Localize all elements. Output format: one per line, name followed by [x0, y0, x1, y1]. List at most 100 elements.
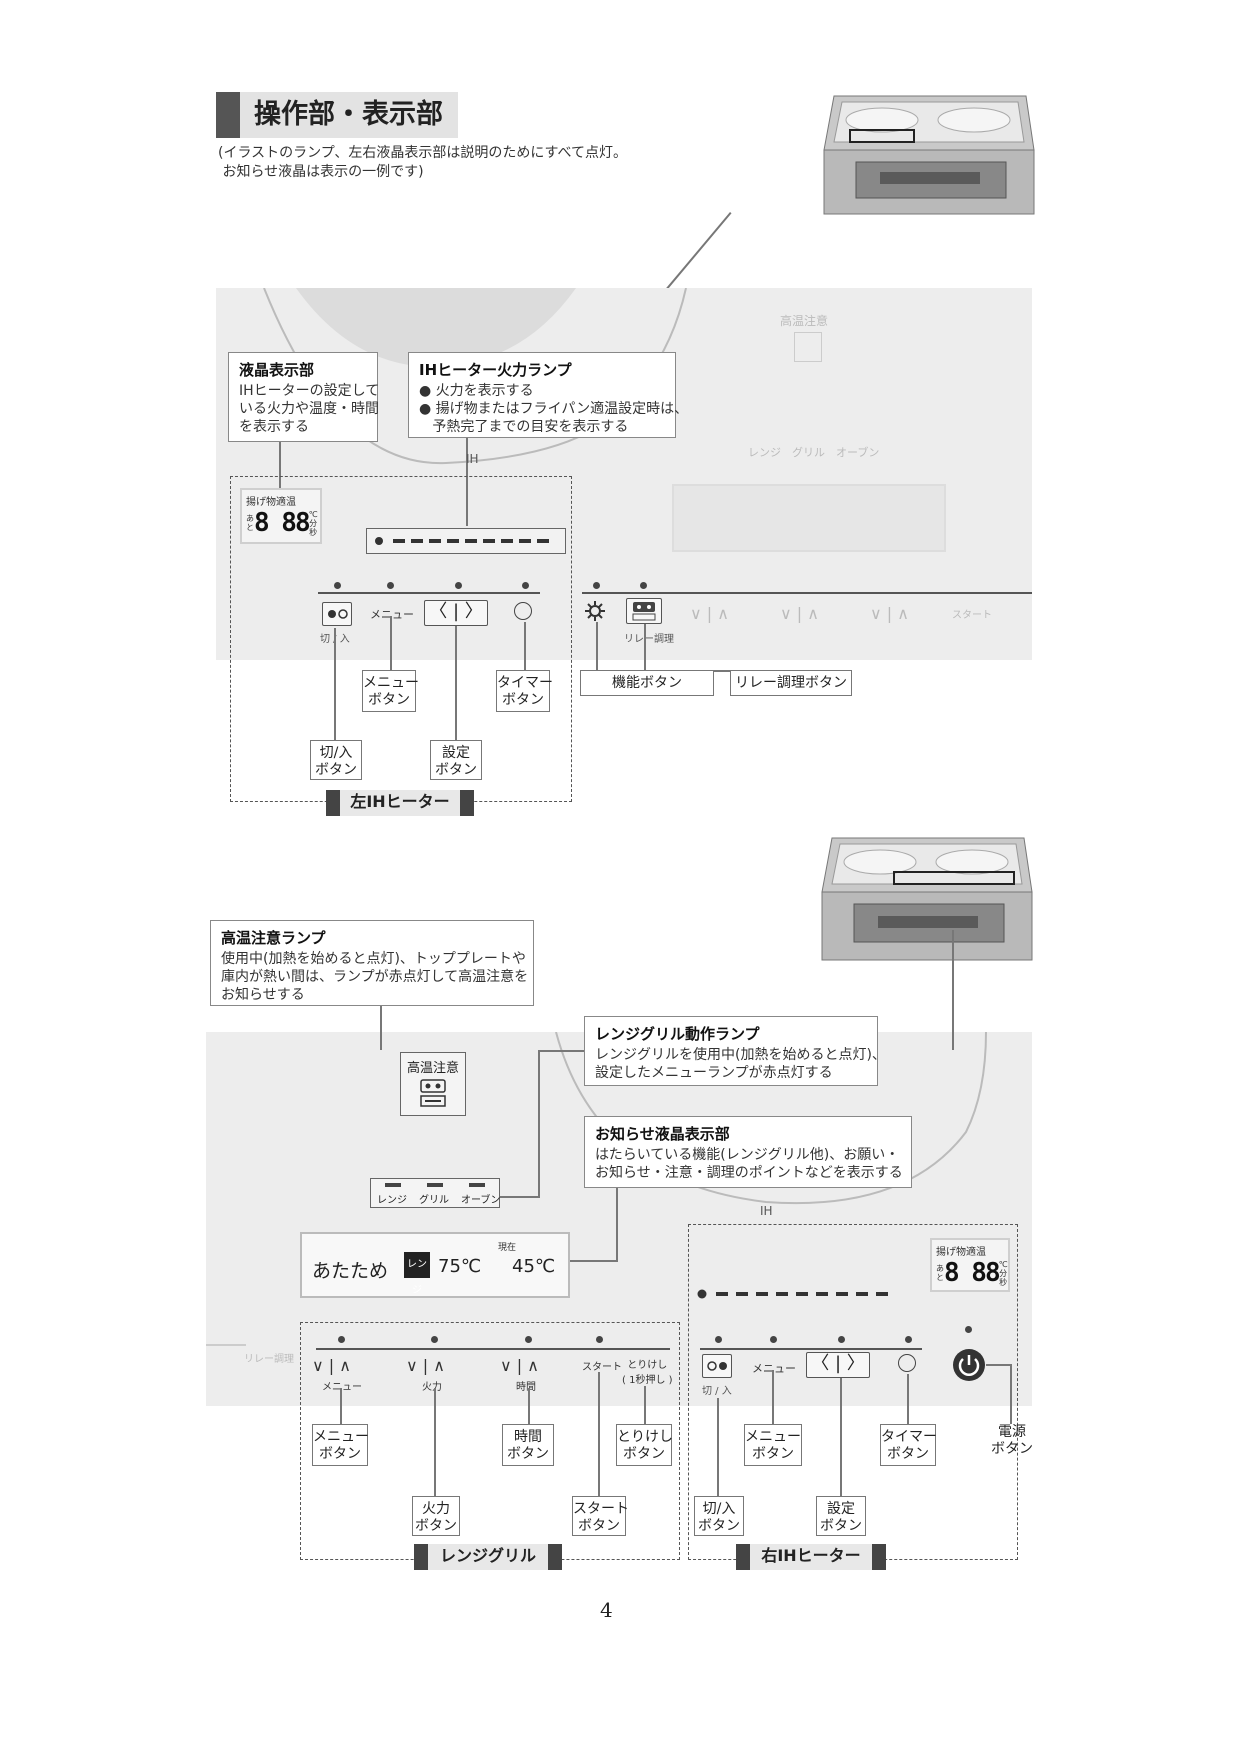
right-lcd-head: 揚げ物適温 [936, 1247, 986, 1258]
relay-label: リレー調理 [624, 634, 674, 645]
right-lcd-digits: 8 88 [944, 1258, 1001, 1288]
right-offon-button-label: 切/入 ボタン [694, 1496, 744, 1536]
relay-icon [632, 602, 656, 621]
left-ih-power-lamp-bar [366, 528, 566, 554]
right-set-button-label: 設定 ボタン [816, 1496, 866, 1536]
callout-high-temp: 高温注意ランプ 使用中(加熱を始めると点灯)、トッププレートや 庫内が熱い間は、… [210, 920, 534, 1006]
callout-lcd: 液晶表示部 IHヒーターの設定して いる火力や温度・時間 を表示する [228, 352, 380, 442]
group-left-ih: 左IHヒーター [326, 790, 474, 816]
offon-icon-right [707, 1361, 727, 1371]
callout-range-grill-lamp: レンジグリル動作ランプ レンジグリルを使用中(加熱を始めると点灯)、 設定したメ… [584, 1016, 886, 1086]
callout-lcd-body: IHヒーターの設定して いる火力や温度・時間 を表示する [239, 383, 380, 435]
power-button-label: 電源 ボタン [991, 1424, 1033, 1457]
right-lcd-ato: あ と [936, 1264, 944, 1282]
notice-lcd-display: あたため レンジ 75℃ 現在 45℃ [300, 1232, 570, 1298]
right-setting-lr-button[interactable]: 〈 | 〉 [806, 1352, 870, 1378]
left-timer-button-label: タイマー ボタン [496, 670, 553, 712]
notice-now-label: 現在 [498, 1243, 517, 1253]
faint-relay: リレー調理 [244, 1354, 294, 1365]
range-menu-button-label: メニュー ボタン [312, 1424, 369, 1466]
right-timer-button-label: タイマー ボタン [880, 1424, 937, 1466]
page-title: 操作部・表示部 [216, 92, 458, 138]
callout-ih-lamp: IHヒーター火力ランプ ● 火力を表示する ● 揚げ物またはフライパン適温設定時… [408, 352, 689, 438]
range-menu-label: メニュー [322, 1382, 362, 1393]
left-menu-button-label: メニュー ボタン [362, 670, 419, 712]
callout-high-temp-body: 使用中(加熱を始めると点灯)、トッププレートや 庫内が熱い間は、ランプが赤点灯し… [221, 951, 529, 1003]
left-offon-button-icon[interactable] [322, 602, 352, 626]
right-ih-power-lamp-bar [697, 1289, 888, 1299]
left-lcd-display: 揚げ物適温 あ と 8 88 ℃ 分 秒 [240, 488, 322, 544]
relay-cook-icon[interactable] [626, 598, 662, 624]
group-range-grill: レンジグリル [414, 1544, 562, 1570]
range-heat-label: 火力 [422, 1382, 442, 1393]
notice-temp-target: 75℃ [438, 1256, 482, 1277]
offon-icon [328, 609, 348, 619]
right-lcd-display: 揚げ物適温 あ と 8 88 ℃ 分 秒 [930, 1238, 1010, 1292]
callout-high-temp-title: 高温注意ランプ [221, 929, 326, 947]
right-offon-label: 切 / 入 [702, 1386, 732, 1397]
left-setting-lr-button[interactable]: 〈 | 〉 [424, 600, 488, 626]
right-lcd-units: ℃ 分 秒 [998, 1259, 1008, 1287]
high-temp-lamp-label: 高温注意 [406, 1061, 459, 1076]
callout-range-grill-lamp-title: レンジグリル動作ランプ [595, 1025, 760, 1043]
callout-range-grill-lamp-body: レンジグリルを使用中(加熱を始めると点灯)、 設定したメニューランプが赤点灯する [595, 1047, 886, 1081]
cooktop-illustration-bottom [821, 837, 1033, 961]
high-temp-lamp: 高温注意 [400, 1052, 466, 1116]
gear-icon[interactable] [584, 600, 606, 622]
range-cancel-button-label: とりけし ボタン [616, 1424, 673, 1466]
callout-ih-lamp-body: ● 火力を表示する ● 揚げ物またはフライパン適温設定時は、 予熱完了までの目安… [419, 383, 689, 435]
left-lcd-head: 揚げ物適温 [246, 497, 296, 508]
range-time-label: 時間 [516, 1382, 536, 1393]
group-right-ih: 右IHヒーター [736, 1544, 886, 1570]
mode-lamp-grill: グリル [419, 1195, 449, 1206]
left-offon-button-label: 切/入 ボタン [310, 740, 362, 780]
callout-ih-lamp-title: IHヒーター火力ランプ [419, 361, 572, 379]
right-offon-button-icon[interactable] [702, 1354, 732, 1378]
ih-label-lower: IH [760, 1204, 773, 1218]
right-timer-icon[interactable] [898, 1354, 916, 1372]
menu-updown[interactable]: ∨ | ∧ [312, 1356, 351, 1375]
faint-updown-1: ∨ | ∧ [690, 604, 729, 623]
callout-notice-lcd-title: お知らせ液晶表示部 [595, 1125, 730, 1143]
time-updown[interactable]: ∨ | ∧ [500, 1356, 539, 1375]
left-set-button-label: 設定 ボタン [430, 740, 482, 780]
start-label[interactable]: スタート [582, 1362, 622, 1373]
page-subtitle: (イラストのランプ、左右液晶表示部は説明のためにすべて点灯。 お知らせ液晶は表示… [218, 145, 627, 180]
left-lcd-digits: 8 88 [254, 508, 311, 538]
lamp-segments [375, 537, 549, 545]
ih-label-upper: IH [466, 452, 479, 466]
power-icon[interactable] [952, 1348, 986, 1382]
right-menu-label: メニュー [752, 1362, 796, 1375]
cooktop-illustration-top [823, 95, 1035, 215]
high-temp-icon [420, 1079, 446, 1107]
left-lcd-ato: あ と [246, 514, 254, 532]
notice-lcd-text: あたため [312, 1260, 389, 1282]
left-timer-icon[interactable] [514, 602, 532, 620]
high-temp-faint-label: 高温注意 [780, 314, 829, 328]
right-menu-button-label: メニュー ボタン [744, 1424, 802, 1466]
left-lcd-units: ℃ 分 秒 [308, 509, 318, 537]
high-temp-faint-icon [794, 332, 822, 362]
notice-lcd-faint [672, 484, 946, 552]
mode-lamps-faint: レンジ グリル オーブン [748, 446, 880, 459]
left-menu-label: メニュー [370, 608, 414, 621]
range-grill-mode-lamps: レンジ グリル オーブン [370, 1178, 500, 1208]
faint-updown-3: ∨ | ∧ [870, 604, 909, 623]
faint-updown-2: ∨ | ∧ [780, 604, 819, 623]
callout-lcd-title: 液晶表示部 [239, 361, 315, 379]
heat-updown[interactable]: ∨ | ∧ [406, 1356, 445, 1375]
range-time-button-label: 時間 ボタン [502, 1424, 554, 1466]
range-heat-button-label: 火力 ボタン [412, 1496, 460, 1536]
notice-temp-current: 45℃ [512, 1256, 556, 1277]
faint-start: スタート [952, 610, 992, 621]
lower-control-panel [206, 1032, 1032, 1406]
callout-notice-lcd-body: はたらいている機能(レンジグリル他)、お願い・ お知らせ・注意・調理のポイントな… [595, 1147, 903, 1181]
page-number: 4 [600, 1598, 613, 1622]
relay-button-label: リレー調理ボタン [730, 670, 852, 696]
mode-lamp-range: レンジ [377, 1195, 407, 1206]
range-start-button-label: スタート ボタン [572, 1496, 629, 1536]
notice-mode-badge: レンジ [404, 1252, 430, 1296]
function-button-label: 機能ボタン [580, 670, 714, 696]
upper-control-panel [216, 288, 1032, 660]
cancel-label[interactable]: とりけし ( 1秒押し ) [622, 1360, 673, 1386]
